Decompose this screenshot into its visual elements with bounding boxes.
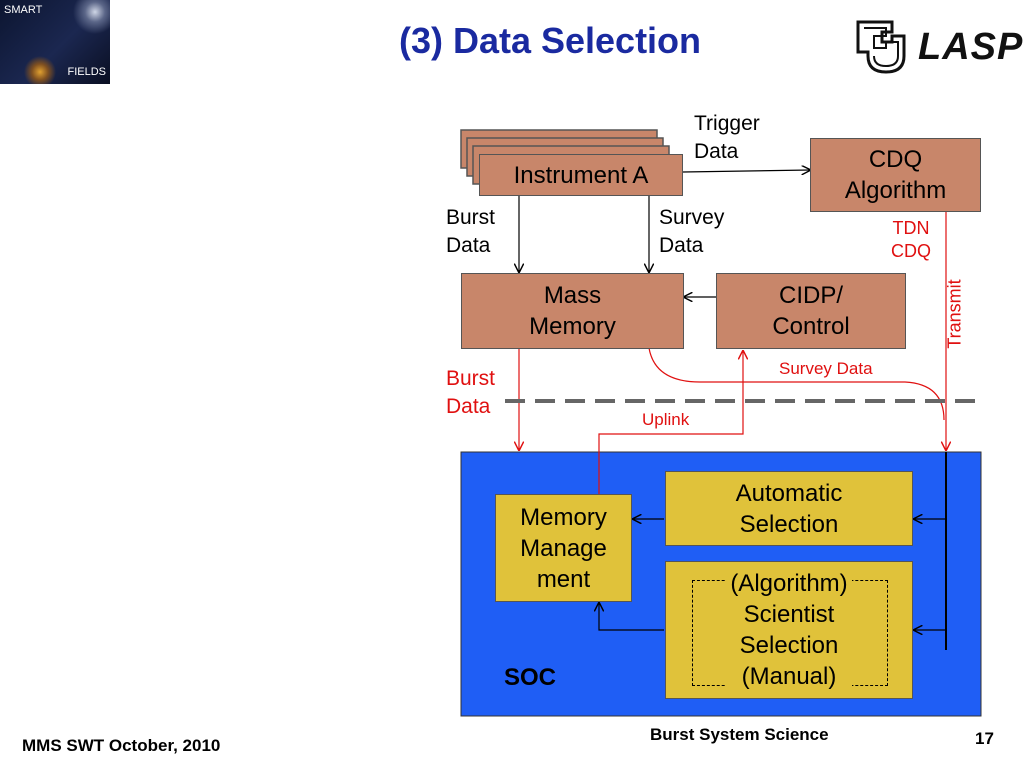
soc-label: SOC	[504, 664, 557, 691]
lasp-logo-text: LASP	[918, 26, 1024, 68]
page-number: 17	[975, 729, 994, 748]
uplink-line	[598, 351, 743, 494]
footer-topic: Burst System Science	[650, 725, 829, 744]
cidp-control-box: CIDP/Control	[716, 273, 906, 349]
smart-fields-logo: SMART FIELDS	[0, 0, 110, 84]
uplink-label: Uplink	[642, 410, 690, 429]
transmit-label: Transmit	[944, 279, 965, 349]
survey-data-red-label: Survey Data	[779, 359, 873, 378]
logo-text-fields: FIELDS	[67, 66, 106, 78]
instrument-a-label: Instrument A	[513, 161, 649, 189]
footer-meeting: MMS SWT October, 2010	[22, 736, 221, 755]
instrument-a-box: Instrument A	[479, 154, 683, 196]
trigger-arrow	[682, 170, 810, 172]
logo-text-smart: SMART	[4, 4, 43, 16]
scientist-to-memory-arrow	[599, 603, 664, 631]
cu-lasp-logo: LASP	[852, 16, 1022, 78]
scientist-selection-box: (Algorithm) Scientist Selection (Manual)	[665, 561, 913, 699]
slide-title: (3) Data Selection	[398, 20, 702, 61]
cu-shield-icon	[856, 20, 906, 74]
